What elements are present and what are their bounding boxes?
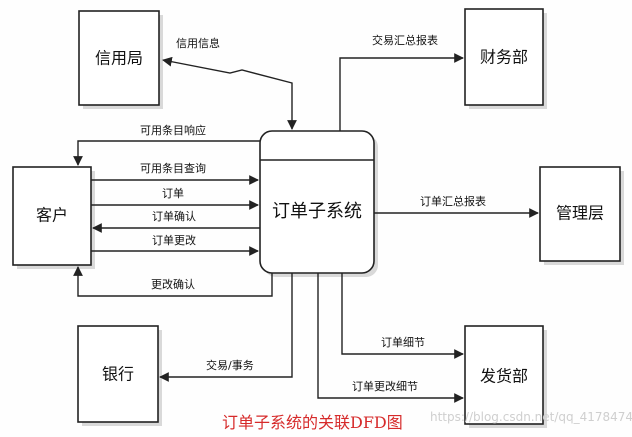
flow-transaction-label: 交易/事务 [206, 358, 254, 372]
entity-finance: 财务部 [464, 8, 547, 109]
flow-order-label: 订单 [162, 187, 184, 200]
diagram-caption: 订单子系统的关联DFD图 [222, 413, 403, 432]
process-order-subsystem: 订单子系统 [259, 130, 378, 277]
flow-order-detail: 订单细节 [341, 273, 464, 359]
flow-order: 订单 [91, 187, 259, 210]
flow-change-confirm-label: 更改确认 [151, 277, 195, 291]
flow-order-summary: 订单汇总报表 [374, 194, 539, 218]
flow-transaction: 交易/事务 [159, 273, 293, 382]
flow-available-items-response: 可用条目响应 [73, 123, 260, 166]
flow-order-change-label: 订单更改 [152, 233, 196, 247]
flow-transaction-summary-label: 交易汇总报表 [372, 33, 438, 47]
entity-customer: 客户 [12, 166, 95, 269]
watermark: https://blog.csdn.net/qq_41784749 [430, 410, 632, 424]
process-label: 订单子系统 [272, 201, 362, 222]
entity-management: 管理层 [539, 166, 624, 265]
flow-credit-info-label: 信用信息 [176, 36, 220, 50]
entity-customer-label: 客户 [36, 206, 68, 225]
entity-shipping-label: 发货部 [480, 367, 528, 386]
flow-order-confirm: 订单确认 [92, 210, 260, 233]
flow-order-detail-label: 订单细节 [381, 336, 425, 349]
flow-available-items-response-label: 可用条目响应 [140, 123, 206, 137]
flow-available-items-query-label: 可用条目查询 [140, 161, 206, 175]
entity-credit-bureau-label: 信用局 [95, 49, 143, 68]
flow-order-summary-label: 订单汇总报表 [420, 194, 486, 208]
entity-shipping: 发货部 [464, 325, 547, 428]
entity-credit-bureau: 信用局 [78, 10, 163, 109]
flow-available-items-query: 可用条目查询 [91, 161, 259, 185]
flow-order-change-detail: 订单更改细节 [317, 273, 464, 403]
entity-bank: 银行 [77, 325, 162, 426]
flow-order-change-detail-label: 订单更改细节 [352, 379, 418, 393]
flow-order-change: 订单更改 [91, 233, 259, 256]
flow-credit-info: 信用信息 [162, 36, 297, 130]
flow-change-confirm: 更改确认 [73, 266, 273, 297]
entity-finance-label: 财务部 [480, 48, 528, 67]
flow-transaction-summary: 交易汇总报表 [339, 33, 464, 131]
flow-order-confirm-label: 订单确认 [152, 210, 196, 223]
entity-bank-label: 银行 [102, 365, 134, 384]
entity-management-label: 管理层 [556, 204, 604, 223]
